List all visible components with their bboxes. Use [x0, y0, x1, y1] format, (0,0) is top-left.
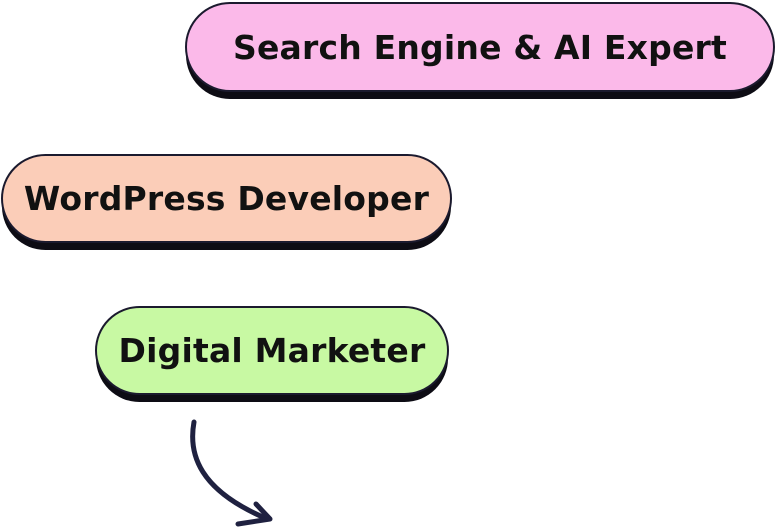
- tag-wordpress-developer: WordPress Developer: [1, 154, 452, 243]
- tag-label: Digital Marketer: [118, 331, 426, 370]
- tag-label: Search Engine & AI Expert: [232, 27, 728, 67]
- tag-digital-marketer: Digital Marketer: [95, 306, 449, 395]
- tag-label: WordPress Developer: [23, 179, 430, 218]
- curved-arrow-down-right-icon: [190, 419, 273, 527]
- tag-search-engine-ai-expert: Search Engine & AI Expert: [185, 2, 775, 92]
